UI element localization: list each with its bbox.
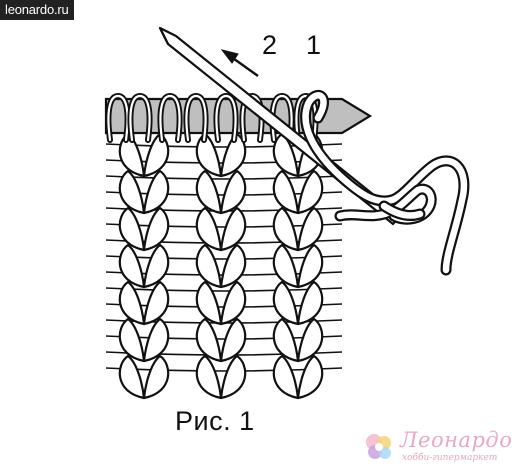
knit-stitch-leg: [296, 317, 324, 363]
knit-stitch-leg: [195, 243, 223, 289]
step-label-2: 2: [262, 30, 278, 60]
knit-stitch-leg: [219, 206, 247, 252]
direction-arrow: [220, 49, 259, 77]
figure-caption: Рис. 1: [175, 406, 255, 436]
knit-stitch-leg: [219, 169, 247, 215]
knit-stitch-leg: [272, 206, 300, 252]
knit-stitch-leg: [296, 206, 324, 252]
knit-stitch-leg: [142, 206, 170, 252]
knit-stitch-leg: [219, 354, 247, 400]
brand-tagline: хобби-гипермаркет: [402, 453, 498, 463]
knit-stitch-leg: [272, 317, 300, 363]
knit-stitch-leg: [142, 317, 170, 363]
knit-stitch-leg: [219, 280, 247, 326]
knit-stitch-leg: [118, 206, 146, 252]
knit-stitch-leg: [142, 243, 170, 289]
brand-name: Леонардо: [400, 428, 513, 452]
working-yarn: [300, 89, 470, 276]
knit-stitch-leg: [195, 280, 223, 326]
brand-logo-icon: [366, 434, 391, 459]
knit-stitch-leg: [272, 243, 300, 289]
knit-stitch-leg: [195, 354, 223, 400]
knit-stitch-leg: [296, 280, 324, 326]
knit-stitch-leg: [296, 169, 324, 215]
knit-stitch-leg: [195, 206, 223, 252]
step-label-1: 1: [306, 30, 322, 60]
knit-stitch-leg: [272, 280, 300, 326]
knit-stitch-leg: [195, 317, 223, 363]
knit-stitch-leg: [272, 169, 300, 215]
knit-stitch-leg: [118, 317, 146, 363]
knit-stitch-leg: [296, 354, 324, 400]
knit-stitch-leg: [195, 169, 223, 215]
knit-stitch-leg: [272, 354, 300, 400]
knit-fabric: [105, 127, 343, 400]
knit-stitch-leg: [142, 169, 170, 215]
watermark-site-label: leonardo.ru: [0, 0, 74, 20]
knit-stitch-leg: [118, 354, 146, 400]
knit-stitch-leg: [118, 169, 146, 215]
brand-watermark: Леонардо хобби-гипермаркет: [362, 428, 518, 468]
needle-loops: [105, 92, 319, 143]
knit-stitch-leg: [142, 280, 170, 326]
knit-stitch-leg: [142, 354, 170, 400]
knit-stitch-leg: [118, 243, 146, 289]
knit-stitch-leg: [296, 243, 324, 289]
knit-stitch-leg: [219, 317, 247, 363]
knit-stitch-leg: [118, 280, 146, 326]
knit-stitch-leg: [219, 243, 247, 289]
